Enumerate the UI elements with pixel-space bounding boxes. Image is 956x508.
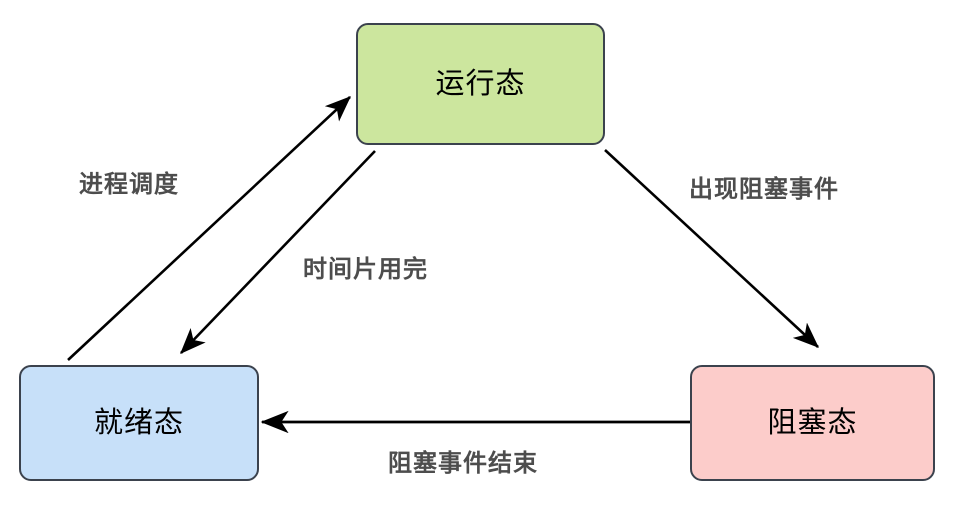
edge-timeslice-arrow xyxy=(180,150,376,354)
node-running-state-label: 运行态 xyxy=(435,67,526,100)
edge-label-time-slice-expired: 时间片用完 xyxy=(303,256,428,283)
edge-label-process-scheduling: 进程调度 xyxy=(79,171,179,198)
node-ready-state-label: 就绪态 xyxy=(93,406,184,439)
edge-label-blocking-event-ends: 阻塞事件结束 xyxy=(388,450,538,477)
node-ready-state[interactable]: 就绪态 xyxy=(19,365,259,481)
node-running-state[interactable]: 运行态 xyxy=(356,23,605,145)
node-blocked-state-label: 阻塞态 xyxy=(767,406,858,439)
edge-blockevent-arrow xyxy=(604,149,819,348)
node-blocked-state[interactable]: 阻塞态 xyxy=(690,365,935,481)
edge-label-blocking-event-occurs: 出现阻塞事件 xyxy=(689,176,839,203)
edge-schedule-arrow xyxy=(67,96,351,361)
